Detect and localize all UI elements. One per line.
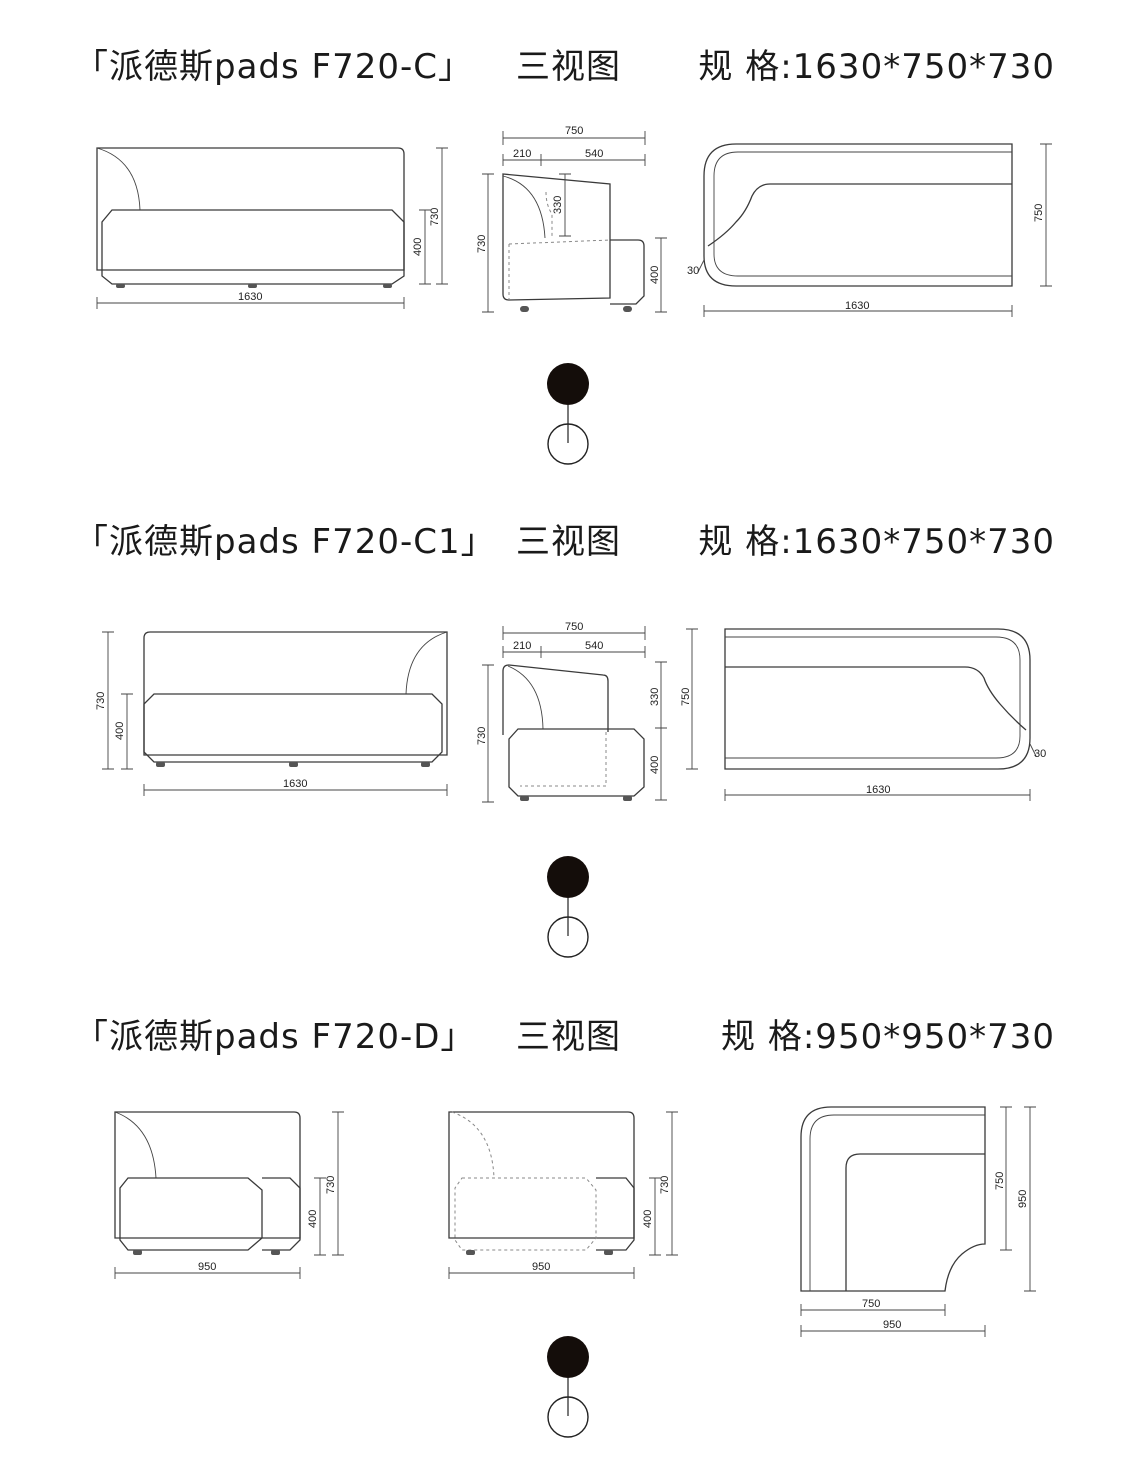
dim-label: 540	[585, 640, 603, 652]
dim-label: 750	[862, 1298, 880, 1310]
dim-label: 210	[513, 640, 531, 652]
dim-label: 1630	[845, 300, 869, 312]
dim-label: 950	[198, 1261, 216, 1273]
product-name: 「派德斯pads F720-C」	[74, 47, 473, 87]
dim-label: 400	[649, 266, 661, 284]
section-title-row-c: 「派德斯pads F720-C」 三视图 规 格:1630*750*730	[0, 42, 1125, 92]
filled-circle-icon	[547, 1336, 589, 1378]
dim-label: 750	[994, 1172, 1006, 1190]
dim-label: 1630	[283, 778, 307, 790]
product-name: 「派德斯pads F720-D」	[74, 1017, 476, 1057]
dim-label: 400	[307, 1210, 319, 1228]
spec-label: 规 格:1630*750*730	[698, 47, 1055, 87]
dim-label: 30	[1034, 748, 1046, 760]
dim-label: 400	[412, 238, 424, 256]
connector-marker-d	[547, 1336, 589, 1438]
dim-label: 330	[552, 196, 564, 214]
open-circle-icon	[547, 1396, 589, 1438]
side-view: 750 210 540 330 730 400	[476, 125, 667, 313]
top-view: 750 950 750 950	[800, 1106, 1036, 1337]
product-name: 「派德斯pads F720-C1」	[74, 522, 496, 562]
front-view: 950 730 400	[114, 1111, 344, 1279]
dim-label: 730	[429, 208, 441, 226]
dim-label: 1630	[238, 291, 262, 303]
section-title-row-c1: 「派德斯pads F720-C1」 三视图 规 格:1630*750*730	[0, 517, 1125, 567]
dim-label: 750	[565, 621, 583, 633]
open-circle-icon	[547, 423, 589, 465]
connector-marker-c	[547, 363, 589, 465]
top-view: 30 750 1630	[680, 628, 1046, 801]
side-view: 950 730 400	[448, 1111, 678, 1279]
dim-label: 750	[1033, 204, 1045, 222]
open-circle-icon	[547, 916, 589, 958]
filled-circle-icon	[547, 856, 589, 898]
side-view: 750 210 540 730 330 400	[476, 621, 667, 803]
views-label: 三视图	[516, 1017, 621, 1057]
dim-label: 730	[476, 727, 488, 745]
dim-label: 400	[114, 722, 126, 740]
dim-label: 730	[476, 235, 488, 253]
dim-label: 730	[325, 1176, 337, 1194]
filled-circle-icon	[547, 363, 589, 405]
connector-marker-c1	[547, 856, 589, 958]
front-view: 1630 730 400	[95, 631, 448, 796]
dim-label: 1630	[866, 784, 890, 796]
drawing-set-c: 1630 730 400 750 210 540 330 730 400 30 …	[96, 125, 1052, 317]
spec-label: 规 格:950*950*730	[721, 1017, 1055, 1057]
dim-label: 540	[585, 148, 603, 160]
dim-label: 730	[659, 1176, 671, 1194]
dim-label: 750	[680, 688, 692, 706]
front-view: 1630 730 400	[96, 147, 448, 309]
drawing-set-d: 950 730 400 950 730 400 750 950 750 950	[114, 1106, 1036, 1337]
dim-label: 950	[532, 1261, 550, 1273]
dim-label: 750	[565, 125, 583, 137]
views-label: 三视图	[516, 522, 621, 562]
dim-label: 400	[642, 1210, 654, 1228]
dim-label: 730	[95, 692, 107, 710]
dim-label: 950	[883, 1319, 901, 1331]
dim-label: 400	[649, 756, 661, 774]
dim-label: 30	[687, 265, 699, 277]
dim-label: 210	[513, 148, 531, 160]
spec-label: 规 格:1630*750*730	[698, 522, 1055, 562]
views-label: 三视图	[516, 47, 621, 87]
section-title-row-d: 「派德斯pads F720-D」 三视图 规 格:950*950*730	[0, 1012, 1125, 1062]
dim-label: 950	[1017, 1190, 1029, 1208]
dim-label: 330	[649, 688, 661, 706]
drawing-set-c1: 1630 730 400 750 210 540 730 330 400 30 …	[95, 621, 1046, 803]
top-view: 30 750 1630	[687, 143, 1052, 317]
